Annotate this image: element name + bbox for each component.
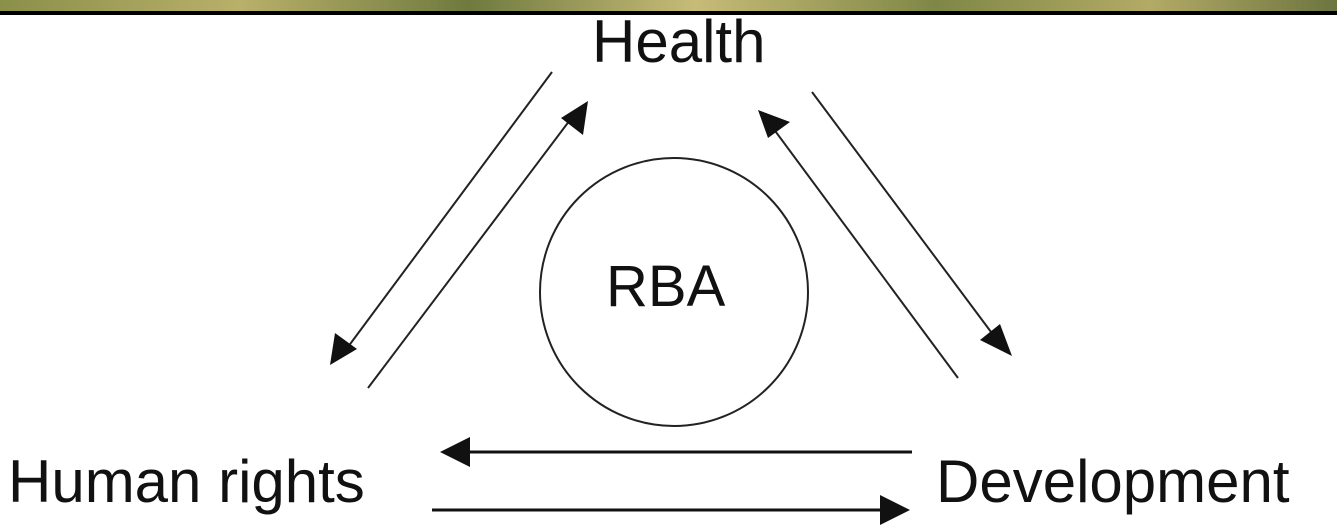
node-health: Health	[592, 12, 765, 72]
arrow-health-to-human-rights	[342, 72, 552, 355]
arrow-human-rights-to-health	[368, 112, 576, 388]
arrowhead-development-bottom	[880, 495, 910, 525]
node-rba: RBA	[606, 258, 725, 316]
node-human-rights: Human rights	[8, 452, 365, 512]
arrowhead-human-rights-bottom	[440, 437, 470, 467]
arrowhead-health-right	[758, 110, 790, 138]
node-development: Development	[936, 452, 1290, 512]
arrowhead-development-top	[980, 324, 1012, 356]
arrowhead-health-left	[561, 101, 588, 135]
arrowhead-human-rights-top	[330, 333, 357, 365]
